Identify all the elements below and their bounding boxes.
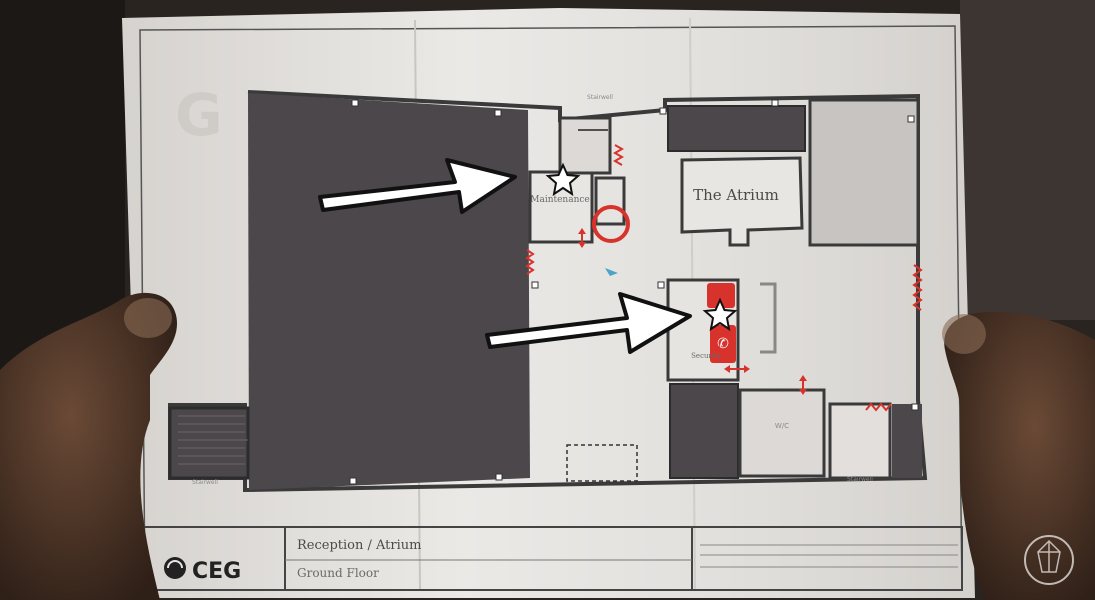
target-circle-icon[interactable] [592,205,630,243]
background-panel [960,0,1095,320]
wc-label: W/C [775,422,789,430]
star-icon[interactable] [545,162,581,197]
right-hand [944,311,1095,600]
map-subtitle: Ground Floor [297,566,379,580]
right-thumbnail [942,314,986,354]
stair-steps [178,415,248,465]
stairwell-right [828,402,892,480]
compass-badge-icon [1024,535,1074,585]
phone-icon[interactable]: ✆ [717,336,729,352]
pointer-arrow-icon [318,158,517,214]
atrium-label: The Atrium [693,186,779,204]
stairwell-left-label: Stairwell [192,479,218,486]
security-phone-panel [710,325,736,363]
stairwell-left [168,406,250,480]
floor-letter: G [175,81,223,149]
pointer-arrow-icon [485,292,692,354]
door-markers [525,144,923,412]
security-label: Security [691,352,721,360]
atrium-room [680,156,804,247]
company-logo-text: CEG [192,559,241,584]
title-block-lines [700,544,958,568]
stairwell-top [558,116,612,175]
wall-nodes [349,99,919,485]
player-location-icon [605,268,618,276]
storage-closet [594,176,626,226]
room-right-top [808,98,920,247]
map-title: Reception / Atrium [297,538,421,553]
dark-room-top [667,105,806,152]
dark-hall [248,93,530,490]
dark-room-corner [892,404,922,478]
door-arrow-icon [578,228,807,395]
star-icon[interactable] [702,297,738,332]
stairwell-top-label: Stairwell [587,94,613,101]
maintenance-label: Maintenance [530,195,590,205]
left-hand [0,292,178,600]
security-console [707,283,735,308]
left-thumbnail [124,298,172,338]
exit-area [566,444,638,482]
wc-room [738,388,826,478]
reception-desk [760,282,777,354]
dark-room-bottom [669,383,739,479]
stairwell-right-label: Stairwell [847,476,873,483]
